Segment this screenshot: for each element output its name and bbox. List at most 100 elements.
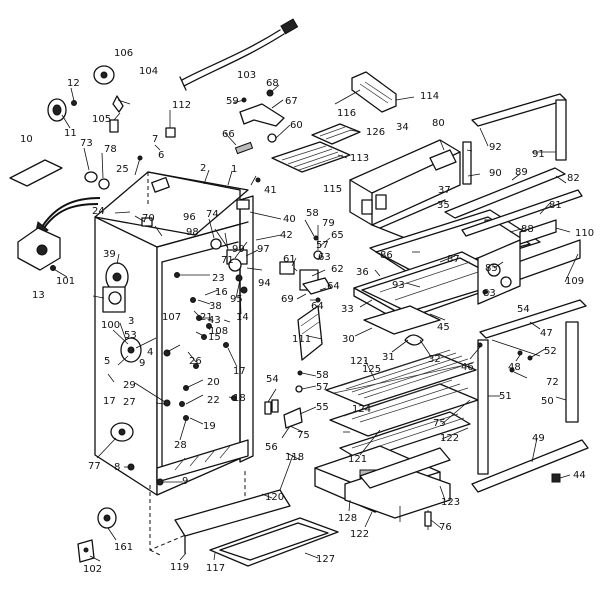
callout: 58	[316, 370, 329, 381]
callout: 79	[322, 218, 335, 229]
callout: 70	[142, 213, 155, 224]
callout: 16	[215, 287, 228, 298]
crisper-drawer-128	[344, 447, 451, 519]
callout: 65	[331, 230, 344, 241]
callout: 25	[116, 164, 129, 175]
callout: 32	[428, 354, 441, 365]
callout: 6	[158, 150, 164, 161]
callout: 66	[222, 129, 235, 140]
callout: 56	[265, 442, 278, 453]
callout: 102	[83, 564, 102, 575]
callout: 105	[92, 114, 111, 125]
callout: 91	[532, 149, 545, 160]
callout: 54	[266, 374, 279, 385]
callout: 41	[264, 185, 277, 196]
part-11-knob	[47, 98, 67, 122]
callout: 9	[139, 358, 145, 369]
callout: 29	[123, 380, 136, 391]
callout: 15	[208, 332, 221, 343]
callout: 122	[350, 529, 369, 540]
callout: 55	[316, 402, 329, 413]
callout: 45	[437, 322, 450, 333]
callout: 112	[172, 100, 191, 111]
callout: 62	[331, 264, 344, 275]
callout: 19	[203, 421, 216, 432]
callout: 61	[283, 254, 296, 265]
callout: 108	[209, 326, 228, 337]
callout: 51	[499, 391, 512, 402]
side-rail-51	[477, 339, 489, 475]
callout: 72	[546, 377, 559, 388]
part-47	[479, 299, 587, 339]
part-114	[351, 71, 397, 113]
callout: 36	[356, 267, 369, 278]
callout: 38	[209, 301, 222, 312]
callout: 94	[258, 278, 271, 289]
part-10	[9, 159, 63, 187]
callout: 47	[540, 328, 553, 339]
callout: 78	[104, 144, 117, 155]
callout: 39	[103, 249, 116, 260]
callout: 13	[32, 290, 45, 301]
callout: 103	[237, 70, 256, 81]
callout: 33	[341, 304, 354, 315]
callout: 35	[437, 200, 450, 211]
callout: 123	[441, 497, 460, 508]
hinge-bracket	[234, 89, 285, 183]
side-rail-50	[565, 321, 579, 423]
callout: 1	[231, 164, 237, 175]
callout: 5	[104, 356, 110, 367]
callout: 114	[420, 91, 439, 102]
callout: 121	[348, 454, 367, 465]
tray-125	[209, 517, 339, 567]
callout: 83	[483, 288, 496, 299]
callout: 7	[152, 134, 158, 145]
callout: 37	[438, 185, 451, 196]
callout: 118	[285, 452, 304, 463]
callout: 124	[352, 404, 371, 415]
bracket-54	[264, 370, 303, 429]
callout: 4	[147, 347, 153, 358]
callout: 109	[565, 276, 584, 287]
callout: 21	[200, 312, 213, 323]
wire-shelf-121	[325, 349, 477, 407]
callout: 10	[20, 134, 33, 145]
callout: 119	[170, 562, 189, 573]
callout: 54	[517, 304, 530, 315]
callout: 67	[285, 96, 298, 107]
callout: 26	[189, 356, 202, 367]
callout: 18	[233, 393, 246, 404]
callout: 60	[290, 120, 303, 131]
callout: 88	[521, 224, 534, 235]
callout: 28	[174, 440, 187, 451]
callout: 116	[337, 108, 356, 119]
callout: 46	[461, 362, 474, 373]
callout: 106	[114, 48, 133, 59]
callout: 68	[266, 78, 279, 89]
callout: 23	[212, 273, 225, 284]
callout: 71	[221, 255, 234, 266]
shelf-86	[369, 209, 541, 281]
callout: 14	[236, 312, 249, 323]
callout: 27	[123, 397, 136, 408]
callout: 44	[573, 470, 586, 481]
callout: 113	[350, 153, 369, 164]
callout: 17	[103, 396, 116, 407]
callout: 11	[64, 128, 77, 139]
callout: 93	[392, 280, 405, 291]
callout: 122	[440, 433, 459, 444]
callout: 87	[447, 254, 460, 265]
callout: 115	[323, 184, 342, 195]
callout: 30	[342, 334, 355, 345]
callout: 101	[56, 276, 75, 287]
callout: 64	[327, 281, 340, 292]
callout: 90	[489, 168, 502, 179]
callout: 31	[382, 352, 395, 363]
callout: 125	[362, 364, 381, 375]
callout: 12	[67, 78, 80, 89]
side-rail-89	[444, 93, 583, 237]
callout: 161	[114, 542, 133, 553]
callout: 52	[544, 346, 557, 357]
callout: 75	[297, 430, 310, 441]
callout: 77	[88, 461, 101, 472]
